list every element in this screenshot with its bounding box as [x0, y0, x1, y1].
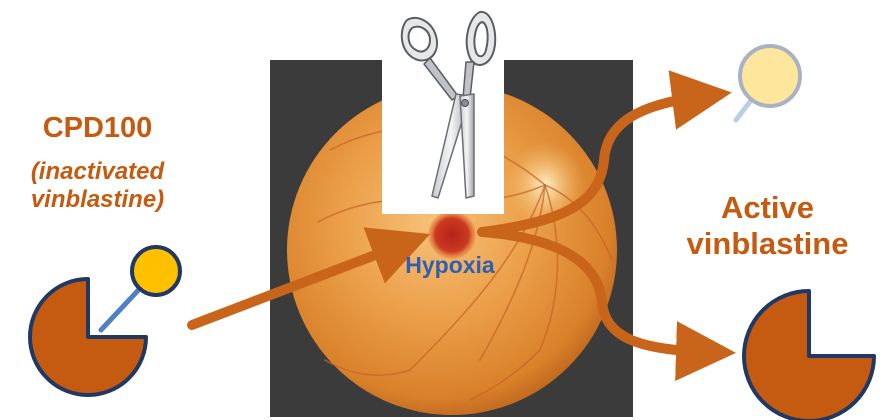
product-label-line1: Active [655, 190, 880, 226]
lollipop-blocker-icon [132, 247, 180, 295]
product-label: Active vinblastine [655, 190, 880, 261]
scissors-card [382, 0, 504, 214]
active-drug-icon [744, 291, 874, 420]
pacman-drug-icon [30, 279, 146, 395]
prodrug-subtitle-line1: (inactivated [0, 158, 195, 186]
prodrug-subtitle-line2: vinblastine) [0, 186, 195, 214]
prodrug-subtitle: (inactivated vinblastine) [0, 158, 195, 213]
prodrug-icon [30, 247, 180, 395]
prodrug-name: CPD100 [10, 112, 185, 145]
hypoxia-label: Hypoxia [370, 252, 530, 278]
product-label-line2: vinblastine [655, 226, 880, 262]
released-blocker-icon [736, 46, 800, 120]
